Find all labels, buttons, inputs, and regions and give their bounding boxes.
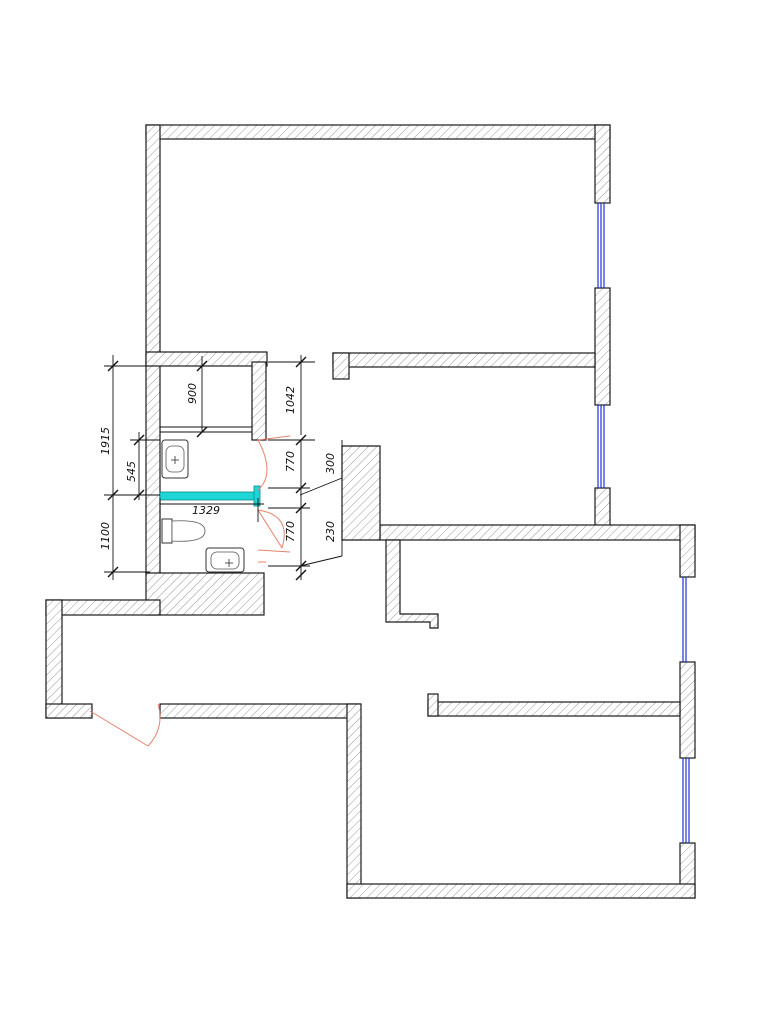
door-swings: [89, 435, 291, 747]
wall-partition-upper: [332, 352, 596, 368]
lower-walls: [45, 572, 696, 899]
wall-right-seg2: [594, 287, 611, 406]
wall-hall-bottom-left: [45, 703, 93, 719]
wall-right-low2: [679, 661, 696, 759]
wall-hall-top: [45, 599, 161, 616]
wall-lower-left: [346, 703, 362, 899]
partition-highlight: [159, 491, 256, 501]
washbasin-icon: [161, 439, 189, 479]
windows-upper: [597, 203, 605, 488]
washbasin-icon: [205, 547, 245, 573]
dim-230: 230: [324, 521, 337, 542]
wall-hall-left: [45, 599, 63, 719]
wall-right-low1: [679, 524, 696, 578]
bathroom: [159, 426, 261, 573]
right-walls-lower: [679, 524, 696, 899]
dim-900: 900: [186, 383, 199, 404]
dim-1042: 1042: [284, 386, 297, 414]
wall-right-seg3: [594, 487, 611, 529]
dim-300: 300: [324, 453, 337, 474]
dimension-labels: 1915 545 1100 900 1329 1042 770 770 300 …: [99, 383, 337, 550]
wall-partition-lower: [427, 701, 681, 717]
wall-partition-stub: [332, 352, 350, 380]
wall-left-upper: [145, 124, 161, 576]
wall-right-seg1: [594, 124, 611, 204]
wall-mid-bottom: [379, 524, 696, 541]
wall-inner-L: [385, 539, 439, 629]
wall-bath-right: [251, 361, 267, 441]
dimension-lines: [104, 355, 315, 581]
wall-lower-bottom: [346, 883, 696, 899]
wall-hall-bottom-right: [159, 703, 361, 719]
dim-770-lower: 770: [284, 521, 297, 542]
wall-top: [145, 124, 611, 140]
dim-545: 545: [125, 461, 138, 482]
door-jambs: [299, 440, 343, 567]
dim-1329: 1329: [192, 504, 220, 517]
dim-770-upper: 770: [284, 451, 297, 472]
wall-partition-lower-stub: [427, 693, 439, 717]
upper-room-walls: [145, 124, 611, 576]
partition-post: [253, 485, 261, 507]
middle-walls: [251, 361, 696, 629]
wall-bath-top: [145, 351, 268, 367]
wall-mid-column: [341, 445, 381, 541]
wall-hall-top-block: [145, 572, 265, 616]
dim-1100: 1100: [99, 522, 112, 550]
dim-1915: 1915: [99, 427, 112, 455]
toilet-icon: [161, 518, 206, 544]
